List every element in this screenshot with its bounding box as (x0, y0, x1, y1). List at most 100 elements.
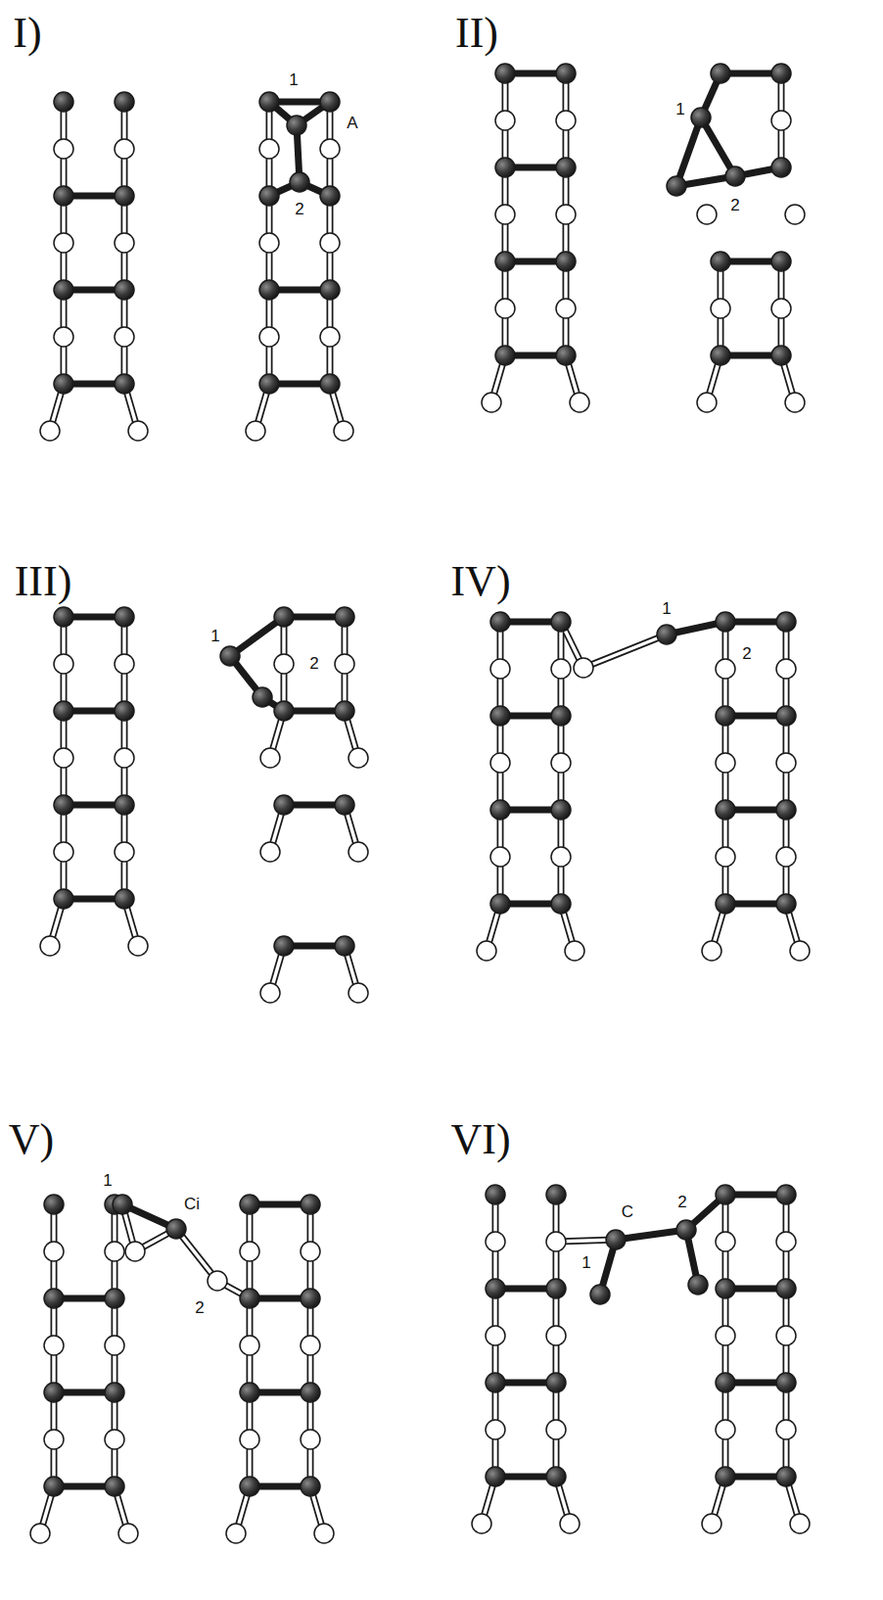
light-atom (348, 982, 369, 1003)
dark-atom (252, 687, 273, 707)
panel-label: IV) (449, 557, 512, 605)
atom-label: 2 (308, 654, 320, 674)
dark-atom (691, 107, 711, 128)
dark-atom (776, 1372, 796, 1393)
panel-label: I) (11, 9, 43, 57)
dark-atom (44, 1476, 64, 1496)
dark-atom (656, 624, 677, 645)
dark-atom (485, 1466, 506, 1487)
dark-atom (114, 373, 135, 394)
dark-atom (715, 799, 736, 820)
light-atom (551, 752, 571, 773)
light-atom (260, 747, 280, 768)
dark-atom (495, 63, 515, 84)
dark-atom (289, 172, 310, 192)
dark-atom (53, 185, 74, 206)
light-atom (785, 392, 805, 413)
dark-atom (495, 157, 515, 178)
light-atom (53, 653, 74, 674)
dark-atom (715, 705, 736, 726)
light-atom (476, 940, 497, 961)
atom-label: C (620, 1203, 635, 1222)
light-atom (114, 841, 135, 862)
light-atom (776, 1325, 796, 1346)
dark-atom (114, 700, 135, 721)
atom-label: 2 (741, 645, 752, 664)
dark-atom (590, 1284, 610, 1304)
light-atom (320, 326, 340, 347)
light-atom (790, 1513, 810, 1534)
dark-atom (546, 1466, 566, 1487)
dark-atom (300, 1288, 321, 1308)
light-atom (490, 658, 511, 679)
light-atom (546, 1325, 566, 1346)
light-atom (44, 1429, 64, 1449)
dark-atom (44, 1382, 64, 1402)
dark-atom (274, 606, 294, 627)
atom-label: 2 (193, 1299, 205, 1318)
atom-label: Ci (183, 1195, 201, 1214)
light-atom (53, 232, 74, 253)
dark-atom (715, 1184, 736, 1205)
light-atom (274, 653, 294, 674)
light-atom (790, 940, 810, 961)
panel-label: III) (13, 557, 74, 605)
dark-atom (485, 1278, 506, 1299)
light-atom (259, 232, 279, 253)
light-atom (715, 1231, 736, 1252)
dark-atom (715, 611, 736, 632)
dark-atom (556, 157, 576, 178)
light-atom (114, 232, 135, 253)
light-atom (104, 1241, 125, 1261)
dark-atom (114, 92, 135, 112)
atom-label: 1 (674, 100, 686, 120)
atom-label: 1 (660, 600, 672, 619)
light-atom (495, 110, 515, 131)
light-atom (776, 846, 796, 867)
light-atom (53, 747, 74, 768)
light-atom (551, 658, 571, 679)
dark-atom (715, 1466, 736, 1487)
dark-atom (551, 799, 571, 820)
bond (583, 634, 667, 668)
dark-atom (688, 1274, 708, 1295)
light-atom (701, 1513, 722, 1534)
dark-atom (725, 166, 745, 186)
light-atom (556, 204, 576, 225)
light-atom (348, 841, 369, 862)
dark-atom (300, 1476, 321, 1496)
atom-label: 1 (101, 1171, 113, 1191)
light-atom (114, 326, 135, 347)
dark-atom (286, 115, 307, 136)
dark-atom (53, 700, 74, 721)
light-atom (495, 298, 515, 319)
dark-atom (546, 1184, 566, 1205)
dark-atom (114, 794, 135, 815)
light-atom (715, 752, 736, 773)
light-atom (485, 1419, 506, 1440)
light-atom (697, 204, 717, 225)
light-atom (118, 1523, 139, 1543)
light-atom (551, 846, 571, 867)
light-atom (546, 1419, 566, 1440)
bonds (40, 73, 800, 1534)
dark-atom (490, 799, 511, 820)
dark-atom (490, 611, 511, 632)
panel-label: II) (454, 9, 500, 57)
dark-atom (259, 373, 279, 394)
light-atom (125, 1241, 145, 1261)
dark-atom (239, 1476, 260, 1496)
bond (676, 117, 701, 186)
dark-atom (490, 705, 511, 726)
light-atom (320, 139, 340, 159)
light-atom (260, 982, 280, 1003)
light-atom (490, 752, 511, 773)
dark-atom (104, 1476, 125, 1496)
light-atom (128, 935, 148, 956)
dark-atom (776, 1184, 796, 1205)
light-atom (495, 204, 515, 225)
light-atom (245, 420, 266, 441)
atom-label: 1 (287, 71, 299, 91)
light-atom (776, 1419, 796, 1440)
